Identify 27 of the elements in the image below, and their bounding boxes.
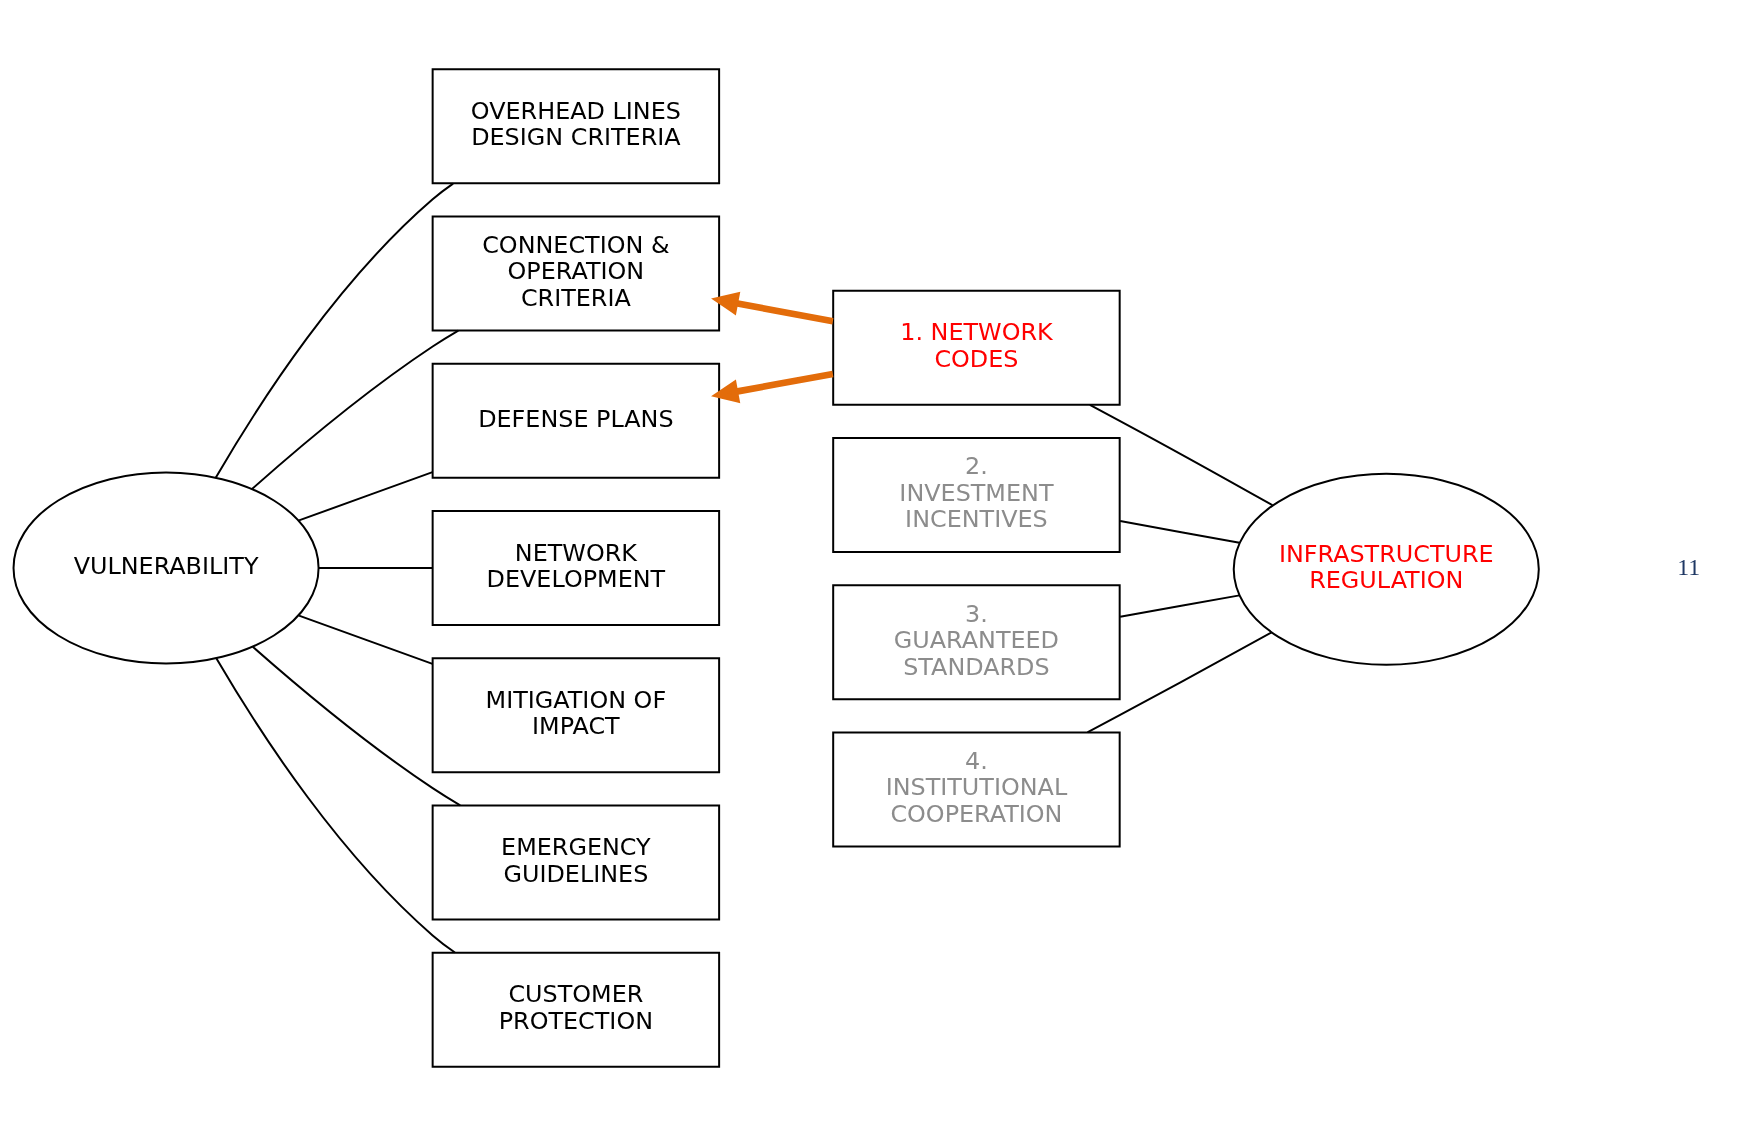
node-box: 2. INVESTMENT INCENTIVES (832, 436, 1121, 553)
connector (298, 470, 434, 521)
node-box: CONNECTION & OPERATION CRITERIA (431, 215, 721, 332)
node-box: 1. NETWORK CODES (832, 289, 1121, 406)
connector (1119, 593, 1241, 618)
node-box: CUSTOMER PROTECTION (431, 951, 721, 1068)
connector (214, 182, 455, 479)
node-ellipse: VULNERABILITY (12, 471, 320, 664)
node-box: 3. GUARANTEED STANDARDS (832, 583, 1121, 700)
connector (215, 656, 456, 953)
node-box: 4. INSTITUTIONAL COOPERATION (832, 730, 1121, 848)
connector (1119, 519, 1241, 544)
node-box: DEFENSE PLANS (431, 362, 721, 479)
arrow (711, 370, 834, 403)
connector (251, 645, 462, 806)
connector (1088, 403, 1274, 506)
arrow (711, 291, 834, 325)
node-box: OVERHEAD LINES DESIGN CRITERIA (431, 67, 721, 184)
node-box: NETWORK DEVELOPMENT (431, 509, 721, 626)
connector (251, 329, 460, 490)
node-box: EMERGENCY GUIDELINES (431, 803, 721, 920)
node-ellipse: INFRASTRUCTURE REGULATION (1232, 472, 1540, 666)
connector (1086, 630, 1273, 733)
node-box: MITIGATION OF IMPACT (431, 656, 721, 773)
label: 11 (1677, 553, 1701, 580)
connector (298, 614, 434, 665)
connector (318, 566, 434, 569)
